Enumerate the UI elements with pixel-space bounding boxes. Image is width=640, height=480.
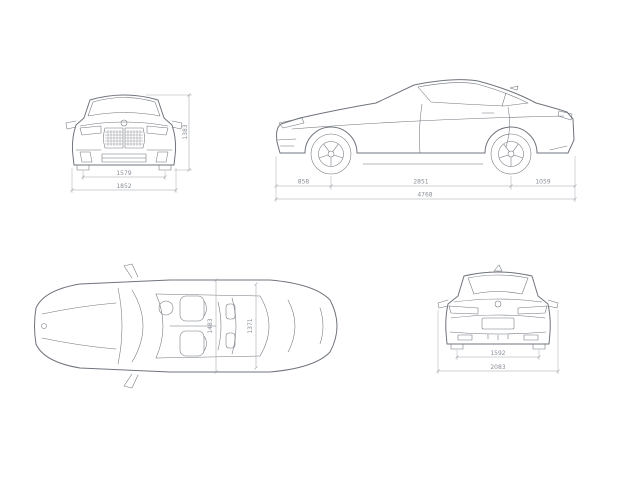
rear-view-drawing: 1592 2083 (436, 264, 560, 374)
shark-fin-antenna (493, 264, 503, 272)
rear-dimensions: 1592 2083 (436, 310, 560, 374)
left-exhaust (457, 334, 473, 341)
interior-width-front-dim: 1483 (207, 318, 214, 333)
rear-left-mirror-icon (437, 299, 449, 309)
right-taillight (517, 305, 548, 315)
top-interior (158, 295, 237, 357)
front-seat-right (179, 330, 205, 357)
rear-overall-width-dim: 2083 (490, 364, 505, 371)
front-overall-height-dim: 1383 (182, 124, 189, 139)
front-track-width-dim: 1579 (116, 170, 131, 177)
rear-tires (450, 343, 546, 350)
overall-length-dim: 4768 (417, 192, 432, 199)
side-headlight (278, 117, 305, 129)
rear-window (467, 274, 529, 295)
right-exhaust (523, 334, 539, 341)
rear-car-body (437, 264, 559, 350)
front-view: 1579 1852 1383 (46, 80, 216, 215)
windshield-cowl (131, 289, 144, 363)
front-car-body (65, 94, 183, 166)
side-view: 858 2851 1059 4768 (268, 50, 598, 210)
front-roundel-badge (120, 119, 128, 127)
interior-width-rear-dim: 1371 (247, 318, 254, 333)
quarter-window-divider (501, 92, 507, 107)
rear-track-width-dim: 1592 (490, 350, 505, 357)
rear-right-mirror-icon (547, 299, 559, 309)
right-headlight (146, 125, 169, 136)
rear-bench (217, 297, 237, 355)
left-headlight (79, 125, 102, 136)
rear-headrest-left (225, 303, 236, 320)
front-bumper (75, 149, 173, 171)
hood-lines (41, 287, 123, 365)
front-overhang-dim: 858 (298, 179, 310, 186)
rear-headrest-right (225, 332, 236, 349)
character-line (291, 115, 565, 130)
front-windshield (87, 97, 161, 117)
front-tires (76, 164, 172, 171)
rear-view: 1592 2083 (418, 258, 578, 393)
rear-wheel (490, 133, 532, 175)
rear-roundel-badge (494, 300, 502, 308)
windshield-top-edge (155, 293, 164, 359)
side-dimensions: 858 2851 1059 4768 (274, 156, 577, 202)
front-kidney-grille (103, 119, 145, 149)
top-dimensions: 1483 1371 (207, 278, 258, 374)
left-taillight (448, 305, 479, 315)
front-seat-left (179, 295, 205, 322)
top-view: 1483 1371 (20, 246, 350, 406)
side-glasshouse (417, 82, 529, 107)
right-mirror-icon (171, 120, 183, 130)
side-taillight (557, 110, 573, 121)
top-car-body (34, 263, 338, 389)
rear-bumper-line (449, 331, 547, 341)
rear-bumper-detail (549, 145, 568, 151)
side-car-body (276, 79, 575, 165)
front-wheel (310, 133, 352, 175)
steering-wheel (158, 300, 174, 316)
side-view-drawing: 858 2851 1059 4768 (274, 79, 577, 202)
top-right-mirror-icon (123, 373, 139, 389)
front-bumper-detail (276, 138, 297, 147)
front-overall-width-dim: 1852 (116, 183, 131, 190)
front-hood-line (79, 121, 169, 127)
door-seam (419, 103, 510, 154)
left-mirror-icon (65, 120, 77, 130)
top-roundel-badge (41, 323, 47, 329)
roof-side-edges (155, 293, 261, 359)
top-view-drawing: 1483 1371 (34, 263, 338, 389)
rear-window-edges (259, 295, 296, 357)
license-plate (481, 317, 515, 330)
front-view-drawing: 1579 1852 1383 (65, 93, 192, 193)
rear-overhang-dim: 1059 (535, 179, 550, 186)
roof-antenna-fin (509, 85, 519, 91)
front-dimensions: 1579 1852 1383 (70, 93, 192, 193)
trunk-lid-line (453, 298, 543, 303)
trunk-lower-edge (450, 314, 546, 319)
top-left-mirror-icon (123, 263, 139, 279)
trunk-spoiler-line (319, 307, 324, 345)
wheelbase-dim: 2851 (413, 179, 428, 186)
